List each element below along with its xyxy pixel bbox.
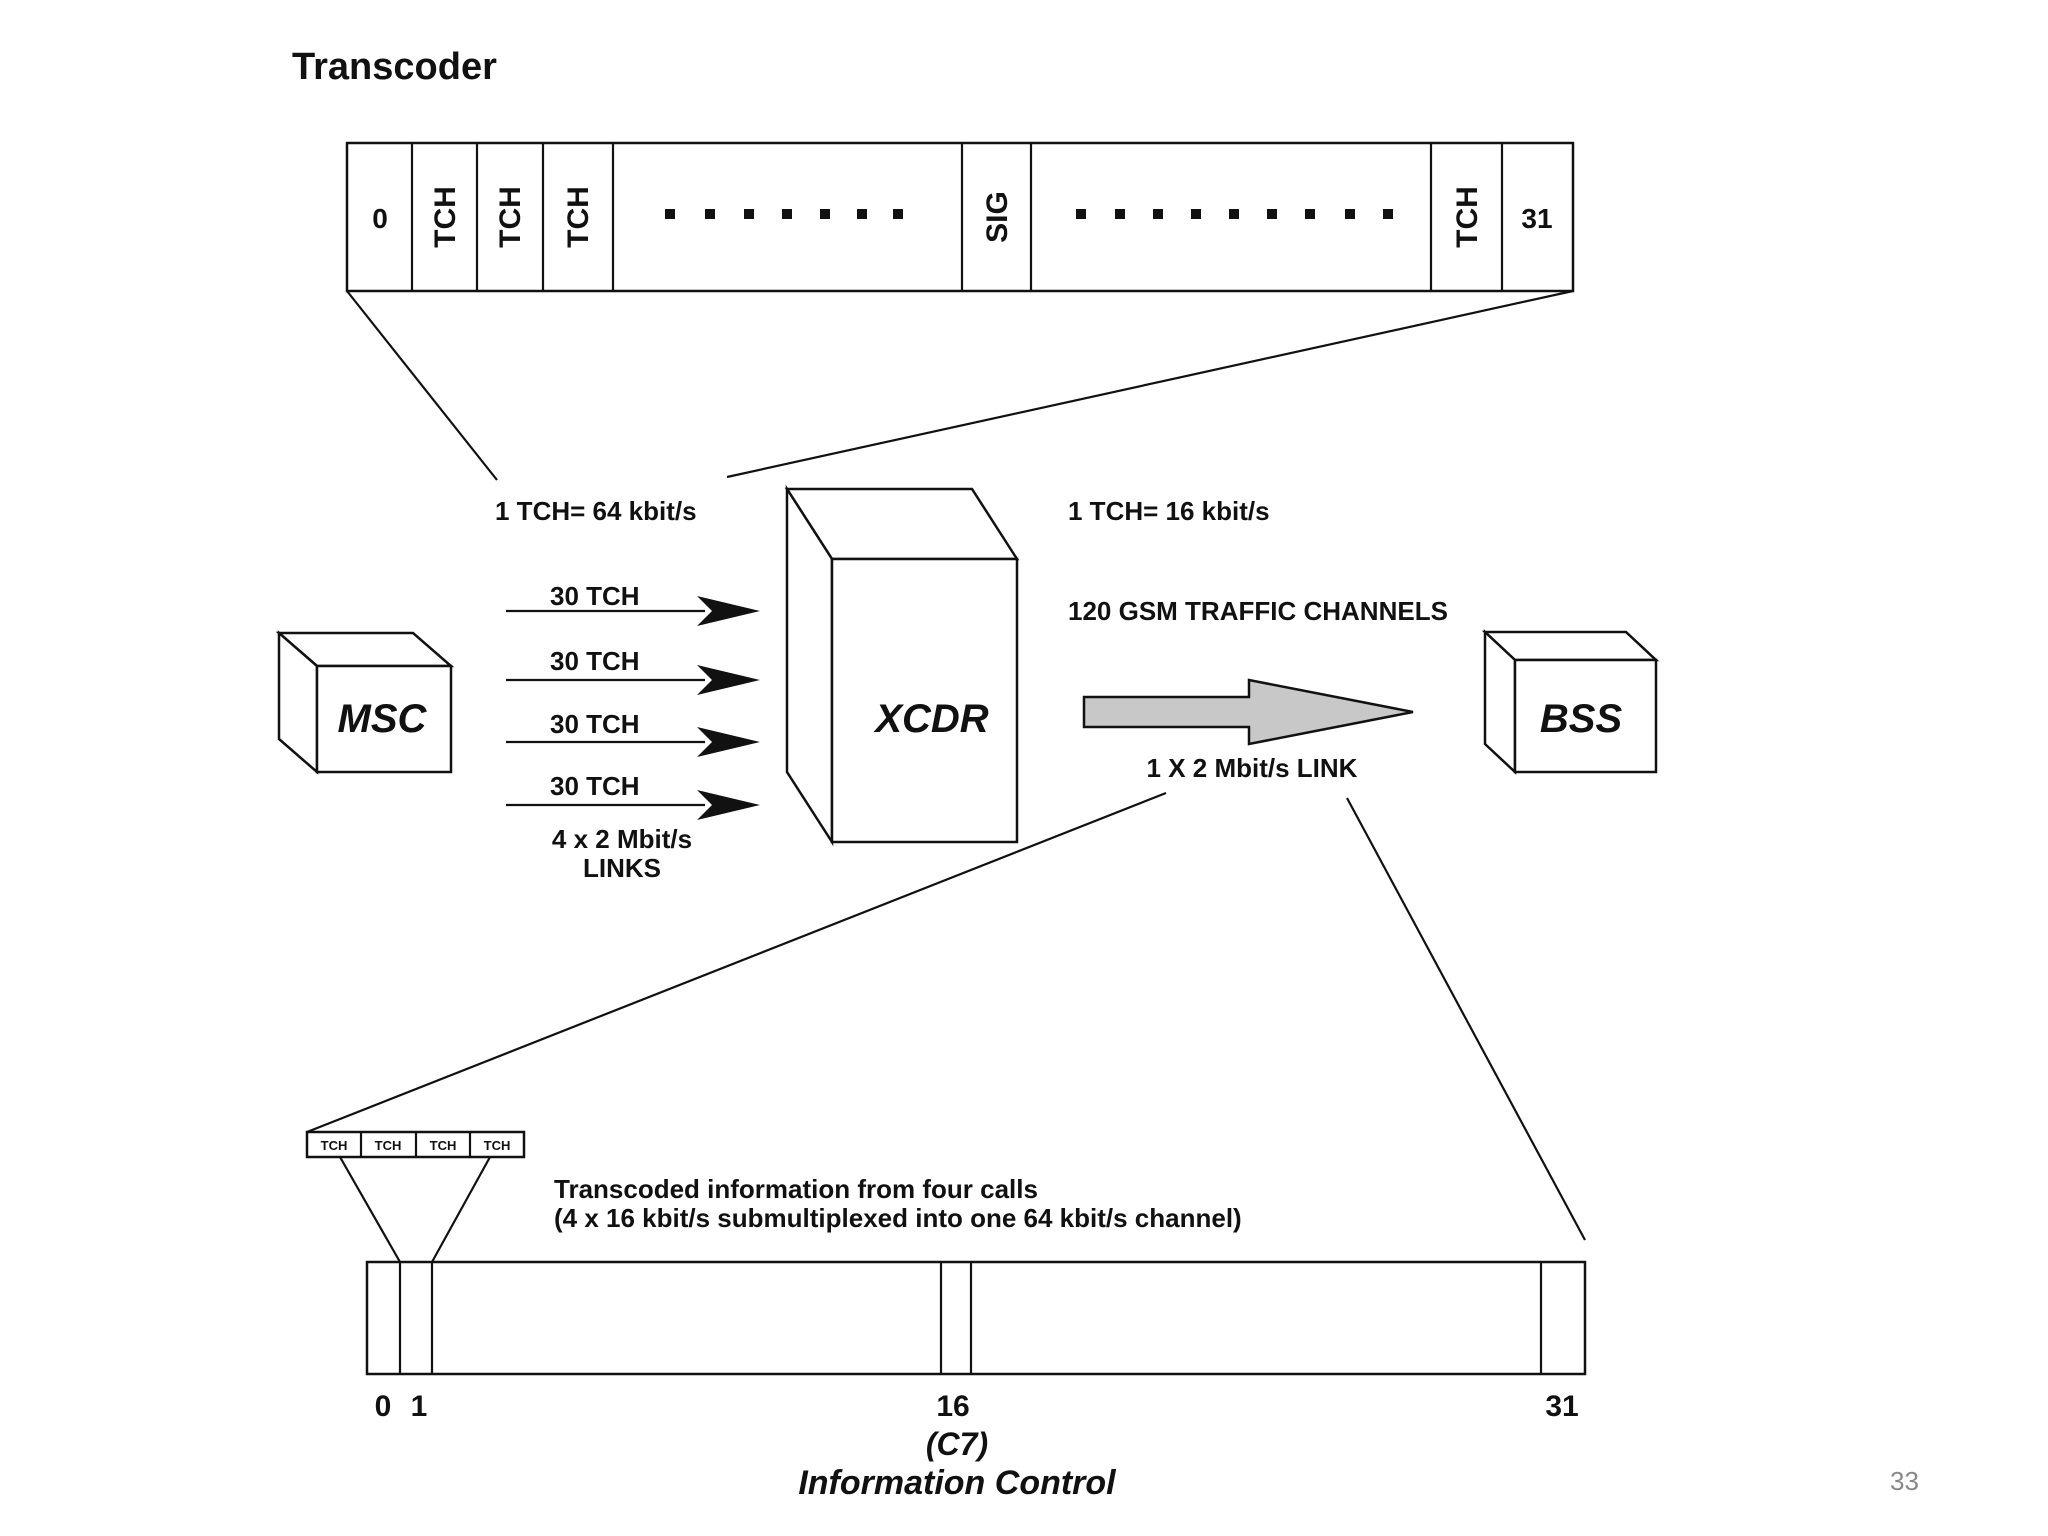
bottom-slot-0-label: 0 — [375, 1390, 392, 1423]
top-slot-tch-label: TCH — [562, 186, 595, 248]
top-frame-dots-right — [1076, 209, 1393, 219]
bottom-frame — [365, 1260, 1587, 1376]
sub-tch-label: TCH — [321, 1138, 348, 1153]
right-rate-label: 1 TCH= 16 kbit/s — [1068, 496, 1270, 526]
zoom-line-top-right — [726, 289, 1574, 479]
top-slot-0-label: 0 — [372, 203, 388, 234]
arrow-label: 30 TCH — [550, 646, 640, 676]
c7-label: (C7) — [926, 1426, 988, 1462]
sub-tch-label: TCH — [484, 1138, 511, 1153]
arrow-label: 30 TCH — [550, 581, 640, 611]
input-arrow: 30 TCH — [506, 646, 760, 695]
diagram-title: Transcoder — [292, 46, 497, 88]
top-slot-sig-label: SIG — [981, 191, 1014, 243]
zoom-line-bottom-right — [1346, 797, 1586, 1241]
bss-box: BSS — [1481, 629, 1660, 775]
arrow-label: 30 TCH — [550, 771, 640, 801]
msc-label: MSC — [338, 697, 428, 741]
information-control-caption: Information Control — [798, 1464, 1117, 1502]
bss-label: BSS — [1540, 697, 1623, 741]
top-frame-dots-left — [665, 209, 903, 219]
top-slot-31-label: 31 — [1521, 203, 1552, 234]
sub-tch-label: TCH — [430, 1138, 457, 1153]
input-arrow: 30 TCH — [506, 581, 760, 626]
bottom-slot-16-label: 16 — [936, 1390, 969, 1423]
input-arrow: 30 TCH — [506, 771, 760, 820]
channels-label: 120 GSM TRAFFIC CHANNELS — [1068, 596, 1448, 626]
sub-zoom-line-left — [339, 1156, 401, 1263]
sub-tch-label: TCH — [375, 1138, 402, 1153]
slide-number: 33 — [1890, 1466, 1919, 1496]
top-slot-tch-label: TCH — [1451, 186, 1484, 248]
bottom-slot-31-label: 31 — [1545, 1390, 1578, 1423]
xcdr-label: XCDR — [873, 697, 988, 741]
links-label-line2: LINKS — [583, 853, 661, 883]
zoom-line-bottom-left — [306, 791, 1167, 1134]
bottom-slot-1-label: 1 — [411, 1390, 428, 1423]
arrow-label: 30 TCH — [550, 709, 640, 739]
msc-box: MSC — [275, 630, 455, 775]
links-label-line1: 4 x 2 Mbit/s — [552, 824, 692, 854]
top-frame: 0 TCH TCH TCH SIG TCH 31 — [345, 141, 1575, 293]
left-rate-label: 1 TCH= 64 kbit/s — [495, 496, 697, 526]
sub-zoom-line-right — [431, 1156, 491, 1263]
output-link-arrow — [1082, 678, 1414, 746]
bottom-note-line1: Transcoded information from four calls — [554, 1174, 1038, 1204]
bottom-note-line2: (4 x 16 kbit/s submultiplexed into one 6… — [554, 1203, 1242, 1233]
link-label: 1 X 2 Mbit/s LINK — [1147, 753, 1358, 783]
input-arrow: 30 TCH — [506, 709, 760, 757]
sub-tch-frame: TCH TCH TCH TCH — [305, 1130, 526, 1159]
zoom-line-top-left — [346, 290, 498, 481]
top-slot-tch-label: TCH — [429, 186, 462, 248]
top-slot-tch-label: TCH — [494, 186, 527, 248]
xcdr-box: XCDR — [784, 484, 1020, 847]
